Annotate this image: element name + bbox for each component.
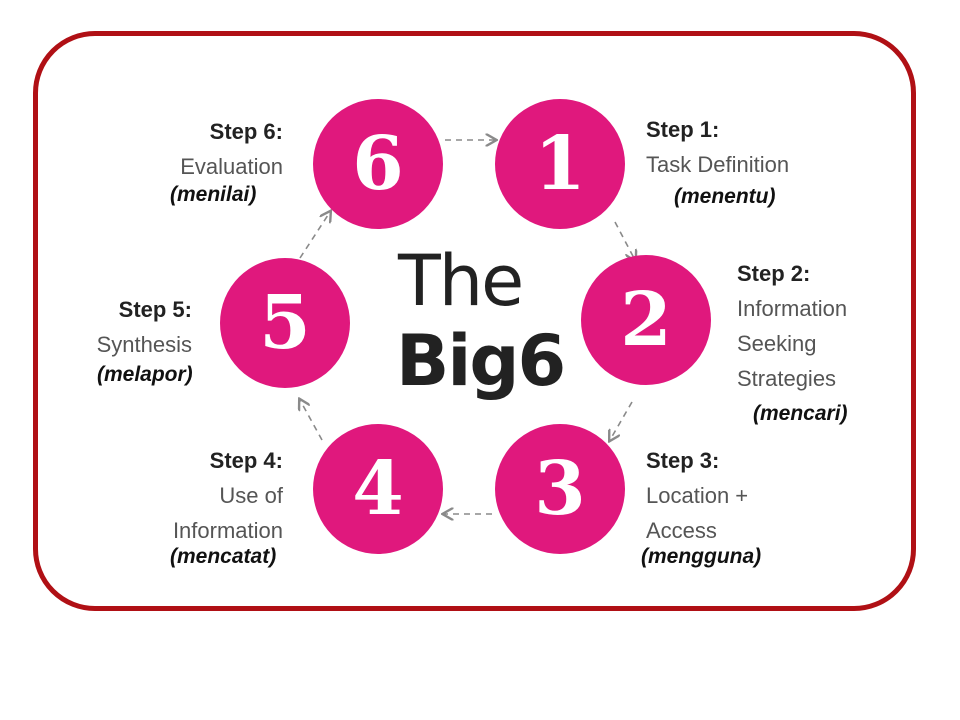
step-6-title: Step 6: bbox=[209, 119, 283, 144]
step-4-title: Step 4: bbox=[209, 448, 283, 473]
step-4-description: Use of Information bbox=[172, 483, 283, 543]
step-6-description: Evaluation bbox=[180, 154, 283, 179]
step-1-label: Step 1: Task Definition bbox=[646, 112, 789, 182]
step-1-translation: (menentu) bbox=[674, 185, 776, 208]
step-5-label: Step 5: Synthesis bbox=[70, 292, 192, 362]
step-3-description: Location + Access bbox=[646, 483, 749, 543]
step-6-circle: 6 bbox=[313, 99, 443, 229]
step-5-number: 5 bbox=[259, 280, 311, 366]
step-1-circle: 1 bbox=[495, 99, 625, 229]
step-2-title: Step 2: bbox=[737, 261, 811, 286]
step-3-translation: (mengguna) bbox=[641, 545, 762, 568]
step-2-translation: (mencari) bbox=[753, 402, 848, 425]
step-3-label: Step 3: Location + Access bbox=[646, 443, 748, 548]
step-5-title: Step 5: bbox=[118, 297, 192, 322]
step-6-number: 6 bbox=[352, 121, 404, 207]
step-2-circle: 2 bbox=[581, 255, 711, 385]
step-4-number: 4 bbox=[352, 446, 404, 532]
step-6-label: Step 6: Evaluation bbox=[150, 114, 283, 184]
title-big6: Big6 bbox=[396, 320, 566, 402]
step-5-circle: 5 bbox=[220, 258, 350, 388]
step-3-title: Step 3: bbox=[646, 448, 720, 473]
step-4-translation: (mencatat) bbox=[170, 545, 277, 568]
step-3-number: 3 bbox=[534, 446, 586, 532]
step-1-description: Task Definition bbox=[646, 152, 790, 177]
step-2-number: 2 bbox=[620, 277, 672, 363]
step-4-label: Step 4: Use of Information bbox=[140, 443, 283, 548]
title-the: The bbox=[398, 240, 524, 322]
step-6-translation: (menilai) bbox=[170, 183, 257, 206]
step-1-number: 1 bbox=[534, 121, 586, 207]
step-5-description: Synthesis bbox=[96, 332, 192, 357]
step-4-circle: 4 bbox=[313, 424, 443, 554]
step-5-translation: (melapor) bbox=[97, 363, 193, 386]
step-1-title: Step 1: bbox=[646, 117, 720, 142]
step-2-description: Information Seeking Strategies bbox=[737, 296, 848, 391]
step-3-circle: 3 bbox=[495, 424, 625, 554]
step-2-label: Step 2: Information Seeking Strategies bbox=[737, 256, 847, 396]
